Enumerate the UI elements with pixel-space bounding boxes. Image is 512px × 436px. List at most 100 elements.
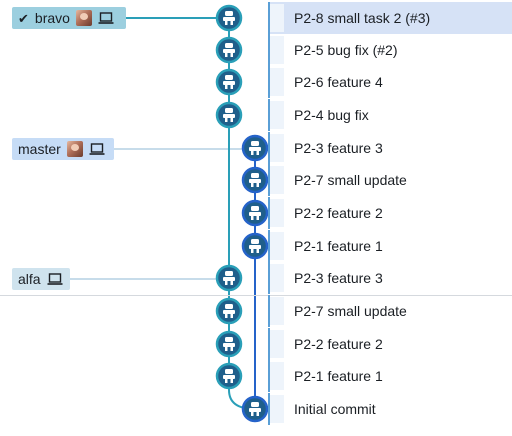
commit-node-icon	[251, 183, 254, 187]
commit-node-icon	[249, 245, 261, 249]
commit-row[interactable]: P2-5 bug fix (#2)	[268, 34, 512, 66]
commit-node-icon	[256, 412, 259, 416]
row-stripe	[270, 362, 284, 390]
commit-row[interactable]: P2-8 small task 2 (#3)	[268, 2, 512, 34]
commit-node-icon	[230, 314, 233, 318]
commit-node-icon	[225, 369, 233, 374]
commit-row[interactable]: P2-3 feature 3	[268, 262, 512, 294]
branch-name: bravo	[34, 10, 70, 26]
commit-row[interactable]: P2-4 bug fix	[268, 99, 512, 131]
commit-row[interactable]: P2-2 feature 2	[268, 328, 512, 360]
commit-node-icon	[251, 141, 259, 146]
commit-node-icon	[249, 408, 261, 412]
commit-node-icon	[230, 118, 233, 122]
commit-node-icon	[225, 75, 233, 80]
row-stripe	[270, 4, 284, 32]
commit-node-icon	[223, 375, 235, 379]
commit-node-icon	[256, 249, 259, 253]
commit-message: P2-3 feature 3	[294, 140, 383, 156]
laptop-icon	[98, 12, 114, 24]
branch-ref-master[interactable]: master	[12, 138, 114, 160]
commit-row[interactable]: P2-2 feature 2	[268, 197, 512, 229]
commit-node-icon	[256, 183, 259, 187]
commit-node-icon	[230, 281, 233, 285]
branch-name: alfa	[18, 271, 41, 287]
commit-message: P2-3 feature 3	[294, 270, 383, 286]
commit-node-icon	[230, 21, 233, 25]
commit-node-icon	[225, 347, 228, 351]
commit-node-icon	[223, 17, 235, 21]
branch-ref-bravo[interactable]: ✔ bravo	[12, 7, 126, 29]
commit-node-icon	[225, 271, 233, 276]
row-stripe	[270, 232, 284, 260]
commit-node-icon	[230, 85, 233, 89]
commit-row[interactable]: P2-7 small update	[268, 295, 512, 327]
branch-name: master	[18, 141, 61, 157]
row-stripe	[270, 68, 284, 96]
commit-node-icon	[230, 347, 233, 351]
commit-node-icon	[223, 114, 235, 118]
row-stripe	[270, 101, 284, 129]
row-stripe	[270, 36, 284, 64]
commit-node-icon	[251, 402, 259, 407]
commit-node-icon	[225, 304, 233, 309]
branch-ref-alfa[interactable]: alfa	[12, 268, 70, 290]
commit-row[interactable]: Initial commit	[268, 393, 512, 425]
commit-message: P2-2 feature 2	[294, 205, 383, 221]
commit-row[interactable]: P2-1 feature 1	[268, 360, 512, 392]
commit-node-icon	[251, 173, 259, 178]
commit-node-icon	[251, 249, 254, 253]
avatar	[66, 141, 83, 157]
commit-row[interactable]: P2-1 feature 1	[268, 230, 512, 262]
commit-node-icon	[225, 108, 233, 113]
commit-node-icon	[225, 118, 228, 122]
commit-node-icon	[225, 43, 233, 48]
row-stripe	[270, 199, 284, 227]
commit-node-icon	[225, 281, 228, 285]
commit-node-icon	[225, 21, 228, 25]
commit-node-icon	[223, 81, 235, 85]
row-stripe	[270, 330, 284, 358]
commit-node-icon	[251, 239, 259, 244]
commit-node-icon	[249, 179, 261, 183]
row-stripe	[270, 297, 284, 325]
commit-node-icon	[249, 212, 261, 216]
row-stripe	[270, 395, 284, 423]
commit-node-icon	[256, 151, 259, 155]
commit-node-icon	[225, 337, 233, 342]
commit-node-icon	[225, 85, 228, 89]
commit-node-icon	[225, 379, 228, 383]
laptop-icon	[47, 273, 63, 285]
commit-node-icon	[256, 216, 259, 220]
row-stripe	[270, 264, 284, 292]
commit-message: P2-7 small update	[294, 303, 407, 319]
commit-node-icon	[225, 314, 228, 318]
section-divider	[0, 295, 512, 296]
commit-node-icon	[223, 310, 235, 314]
commit-node-icon	[251, 216, 254, 220]
commit-node-icon	[223, 343, 235, 347]
row-stripe	[270, 166, 284, 194]
check-icon: ✔	[18, 10, 29, 26]
commit-node-icon	[249, 147, 261, 151]
commit-row[interactable]: P2-3 feature 3	[268, 132, 512, 164]
commit-node-icon	[225, 53, 228, 57]
laptop-icon	[89, 143, 105, 155]
commit-row[interactable]: P2-7 small update	[268, 164, 512, 196]
commit-node-icon	[230, 379, 233, 383]
commit-node-icon	[223, 277, 235, 281]
commit-node-icon	[251, 206, 259, 211]
commit-message: P2-1 feature 1	[294, 238, 383, 254]
avatar	[75, 10, 92, 26]
commit-message: Initial commit	[294, 401, 376, 417]
commit-node-icon	[225, 11, 233, 16]
commit-message: P2-4 bug fix	[294, 107, 369, 123]
commit-node-icon	[251, 412, 254, 416]
commit-message: P2-6 feature 4	[294, 74, 383, 90]
commit-node-icon	[230, 53, 233, 57]
row-stripe	[270, 134, 284, 162]
commit-node-icon	[223, 49, 235, 53]
commit-message: P2-7 small update	[294, 172, 407, 188]
commit-row[interactable]: P2-6 feature 4	[268, 66, 512, 98]
